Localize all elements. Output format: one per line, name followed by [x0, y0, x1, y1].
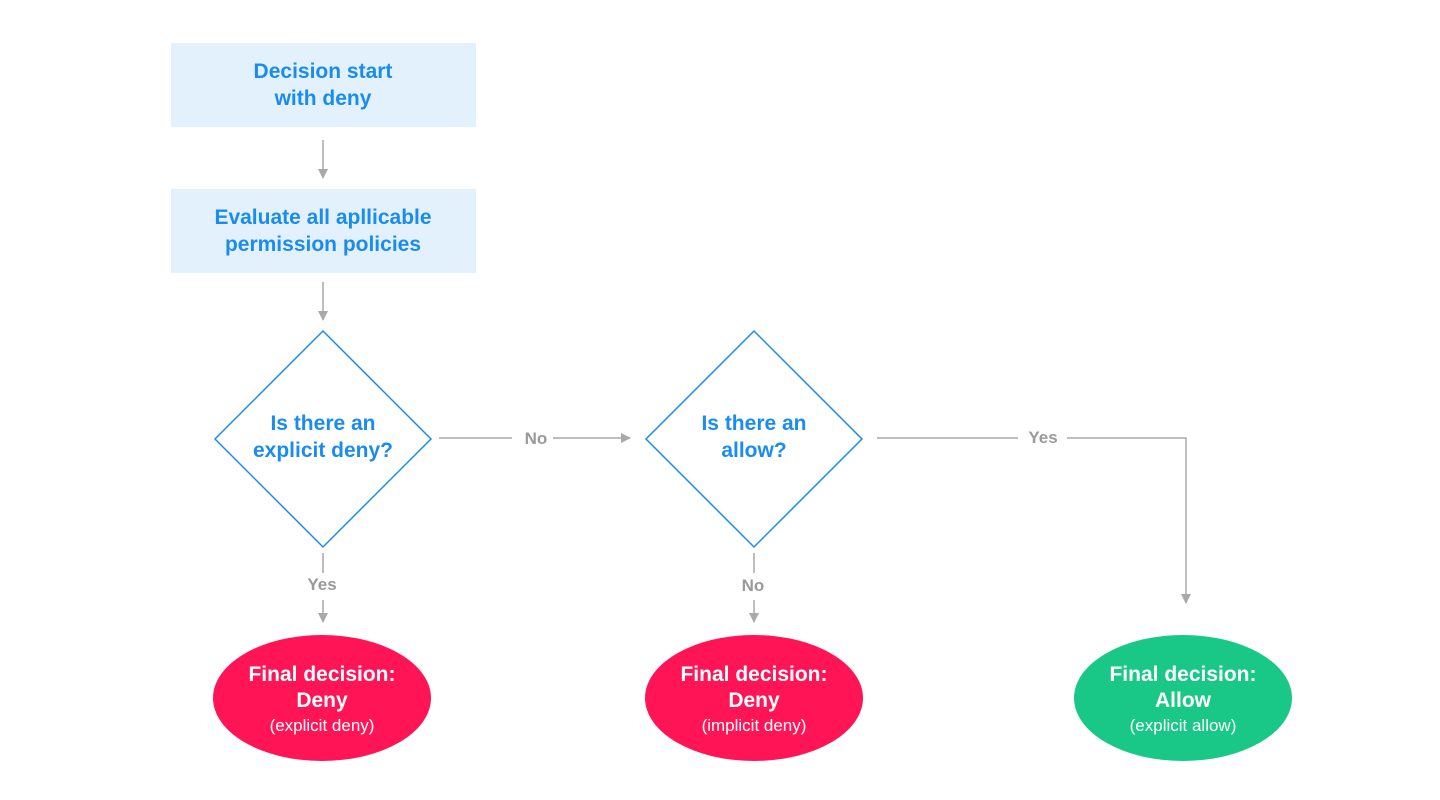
final-explicit-deny-ellipse	[213, 635, 431, 761]
edge-label-deny-no: No	[525, 429, 548, 448]
start-node-line-2: with deny	[274, 87, 372, 110]
final-explicit-deny-decision: Deny	[296, 689, 348, 712]
final-explicit-allow-title: Final decision:	[1109, 663, 1256, 686]
final-implicit-deny-node: Final decision: Deny (implicit deny)	[645, 635, 863, 761]
final-explicit-allow-reason: (explicit allow)	[1130, 716, 1237, 735]
final-implicit-deny-reason: (implicit deny)	[702, 716, 807, 735]
evaluate-node-line-2: permission policies	[225, 233, 421, 256]
final-implicit-deny-ellipse	[645, 635, 863, 761]
allow-question-line-2: allow?	[721, 439, 786, 462]
final-implicit-deny-title: Final decision:	[680, 663, 827, 686]
allow-question-line-1: Is there an	[701, 412, 806, 435]
start-node: Decision start with deny	[171, 43, 476, 127]
edge-label-deny-yes: Yes	[307, 575, 336, 594]
final-implicit-deny-decision: Deny	[728, 689, 780, 712]
final-explicit-allow-decision: Allow	[1155, 689, 1212, 712]
explicit-deny-diamond	[213, 329, 433, 549]
final-explicit-allow-node: Final decision: Allow (explicit allow)	[1074, 635, 1292, 761]
edge-label-allow-yes: Yes	[1028, 428, 1057, 447]
evaluate-node-line-1: Evaluate all apllicable	[214, 206, 431, 229]
explicit-deny-decision: Is there an explicit deny?	[213, 329, 433, 549]
explicit-deny-question-line-2: explicit deny?	[253, 439, 393, 462]
final-explicit-allow-ellipse	[1074, 635, 1292, 761]
allow-diamond	[644, 329, 864, 549]
evaluate-node: Evaluate all apllicable permission polic…	[171, 189, 476, 273]
allow-decision: Is there an allow?	[644, 329, 864, 549]
start-node-line-1: Decision start	[254, 60, 393, 83]
start-node-box	[171, 43, 476, 127]
final-explicit-deny-reason: (explicit deny)	[270, 716, 375, 735]
final-explicit-deny-node: Final decision: Deny (explicit deny)	[213, 635, 431, 761]
explicit-deny-question-line-1: Is there an	[270, 412, 375, 435]
edge-label-allow-no: No	[742, 576, 765, 595]
final-explicit-deny-title: Final decision:	[248, 663, 395, 686]
evaluate-node-box	[171, 189, 476, 273]
connector-allow-yes-right	[1067, 437, 1191, 604]
